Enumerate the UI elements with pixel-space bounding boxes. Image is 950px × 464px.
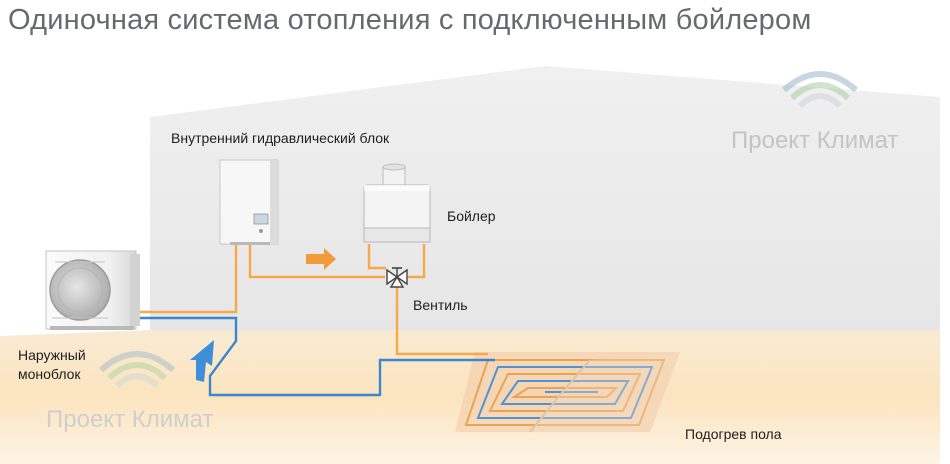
wave-logo-icon <box>782 71 858 109</box>
arrow-right-icon <box>306 248 336 270</box>
supply-pipe <box>138 244 488 356</box>
outdoor-unit-label-line2: моноблок <box>18 366 81 382</box>
back-wall <box>150 66 940 336</box>
three-way-valve-icon <box>386 267 408 288</box>
floor-heating-label: Подогрев пола <box>685 426 782 442</box>
return-pipe <box>138 316 495 397</box>
valve-label: Вентиль <box>413 297 468 313</box>
mat-fold-line <box>529 359 591 433</box>
indoor-unit-label: Внутренний гидравлический блок <box>171 130 390 146</box>
watermark-text-top: Проект Климат <box>731 127 899 154</box>
page-title: Одиночная система отопления с подключенн… <box>8 4 812 36</box>
boiler-unit <box>363 163 431 243</box>
floor-heating-coil <box>455 352 680 433</box>
outdoor-unit-label-line1: Наружный <box>18 347 86 363</box>
arrow-up-icon <box>190 340 214 382</box>
watermark-text-bottom: Проект Климат <box>46 406 214 433</box>
outdoor-monoblock-unit <box>45 250 140 330</box>
boiler-label: Бойлер <box>447 208 496 224</box>
wave-logo-icon <box>99 351 175 389</box>
indoor-hydraulic-unit <box>219 159 279 245</box>
